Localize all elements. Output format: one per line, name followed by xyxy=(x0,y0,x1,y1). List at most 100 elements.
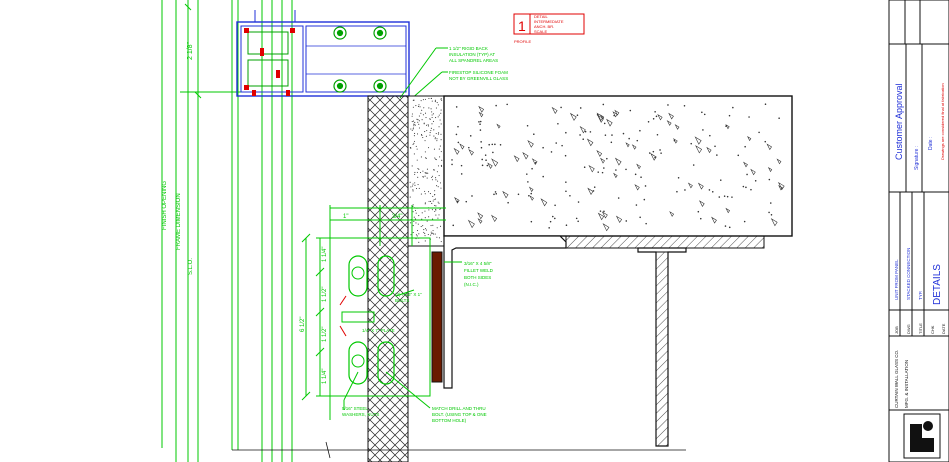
aggregate-dot xyxy=(471,195,473,197)
stipple-dot xyxy=(414,121,416,123)
aggregate-dot xyxy=(479,129,482,131)
dim-bracket-mid1: 1 1/2" xyxy=(322,287,328,302)
aggregate-dot xyxy=(673,139,676,142)
aggregate-dot xyxy=(468,146,470,149)
stipple-dot xyxy=(416,118,418,120)
stipple-dot xyxy=(416,159,418,161)
aggregate-mark xyxy=(634,184,640,191)
aggregate-dot xyxy=(732,106,734,109)
stipple-dot xyxy=(423,231,425,233)
aggregate-dot xyxy=(584,130,587,133)
stipple-dot xyxy=(418,120,420,122)
detail-line-1: DETAIL xyxy=(534,14,548,19)
stipple-dot xyxy=(438,114,440,116)
tb-job-value-3: TYP. xyxy=(918,291,923,300)
aggregate-mark xyxy=(687,182,693,189)
aggregate-dot xyxy=(602,103,605,106)
stipple-dot xyxy=(415,105,417,107)
dim-slo: S.L.O. xyxy=(188,258,194,275)
stipple-dot xyxy=(433,199,435,201)
aggregate-mark xyxy=(747,136,752,142)
aggregate-mark xyxy=(767,167,773,173)
stipple-dot xyxy=(430,225,432,227)
stipple-dot xyxy=(440,187,442,189)
aggregate-dot xyxy=(718,196,721,198)
aggregate-dot xyxy=(551,215,554,218)
aggregate-dot xyxy=(748,116,750,118)
stipple-dot xyxy=(430,130,432,132)
aggregate-mark xyxy=(478,105,485,113)
svg-text:FILLET WELD: FILLET WELD xyxy=(464,268,494,273)
aggregate-dot xyxy=(622,132,625,135)
aggregate-mark xyxy=(778,184,783,191)
aggregate-dot xyxy=(603,167,605,169)
callout-firestop: FIRESTOP SILICONE FOAM NOT BY GREENVILL … xyxy=(409,70,508,101)
stipple-dot xyxy=(436,227,438,229)
aggregate-dot xyxy=(597,171,600,173)
stipple-dot xyxy=(434,157,436,159)
stipple-dot xyxy=(415,234,417,236)
aggregate-dot xyxy=(491,143,494,146)
aggregate-dot xyxy=(764,140,767,143)
aggregate-dot xyxy=(645,222,647,225)
screw-boss-group xyxy=(333,26,387,93)
aggregate-mark xyxy=(491,158,499,167)
stipple-dot xyxy=(439,119,441,121)
tb-row-date: DATE xyxy=(941,323,946,334)
aggregate-dot xyxy=(683,105,686,107)
stipple-dot xyxy=(425,116,427,119)
stipple-dot xyxy=(417,223,419,225)
stipple-dot xyxy=(410,128,412,130)
stipple-dot xyxy=(421,119,423,121)
stipple-dot xyxy=(415,222,417,224)
aggregate-dot xyxy=(582,138,585,140)
aggregate-mark xyxy=(527,139,534,148)
stipple-dot xyxy=(426,130,428,132)
aggregate-dot xyxy=(625,168,627,171)
stipple-dot xyxy=(428,97,430,100)
stipple-dot xyxy=(422,225,424,227)
aggregate-dot xyxy=(764,103,767,106)
stipple-dot xyxy=(409,196,411,198)
stipple-dot xyxy=(423,107,425,109)
dim-finish-opening: FINISH OPENING xyxy=(162,181,168,230)
stipple-dot xyxy=(426,168,428,170)
stipple-dot xyxy=(435,177,437,179)
stipple-dot xyxy=(413,142,415,144)
aggregate-dot xyxy=(480,141,482,143)
aggregate-dot xyxy=(731,196,733,198)
aggregate-dot xyxy=(654,156,656,159)
aggregate-dot xyxy=(526,173,528,175)
stipple-dot xyxy=(437,186,439,188)
aggregate-dot xyxy=(724,225,727,227)
stipple-dot xyxy=(416,133,419,135)
aggregate-mark xyxy=(776,158,782,165)
stipple-dot xyxy=(412,204,414,206)
stipple-dot xyxy=(411,113,413,115)
stipple-dot xyxy=(434,190,436,192)
aggregate-dot xyxy=(548,227,550,229)
stipple-dot xyxy=(412,231,414,234)
aggregate-dot xyxy=(465,200,468,203)
stipple-dot xyxy=(438,237,440,239)
aggregate-dot xyxy=(743,220,746,223)
stipple-dot xyxy=(424,240,426,242)
callout-match-drill: MATCH DRILL AND THRU BOLT. (USING TOP & … xyxy=(385,371,487,423)
stipple-dot xyxy=(422,170,424,172)
stipple-dot xyxy=(412,183,414,185)
stipple-dot xyxy=(417,119,419,121)
stipple-dot xyxy=(432,224,434,226)
stipple-dot xyxy=(412,189,414,191)
left-dimension-lines xyxy=(161,0,262,462)
stipple-dot xyxy=(440,164,442,166)
stipple-dot xyxy=(417,167,419,170)
aggregate-dot xyxy=(481,164,484,167)
detail-tag: 1 DETAIL INTERMEDIATE ANCH. BR. SCALE PR… xyxy=(513,13,585,44)
stipple-dot xyxy=(437,217,439,219)
stipple-dot xyxy=(424,140,426,142)
aggregate-mark xyxy=(601,211,608,219)
svg-text:1/4" X 7" PLATE: 1/4" X 7" PLATE xyxy=(362,328,395,333)
aggregate-mark xyxy=(694,136,702,145)
aggregate-mark xyxy=(668,112,674,120)
aggregate-dot xyxy=(613,114,615,117)
